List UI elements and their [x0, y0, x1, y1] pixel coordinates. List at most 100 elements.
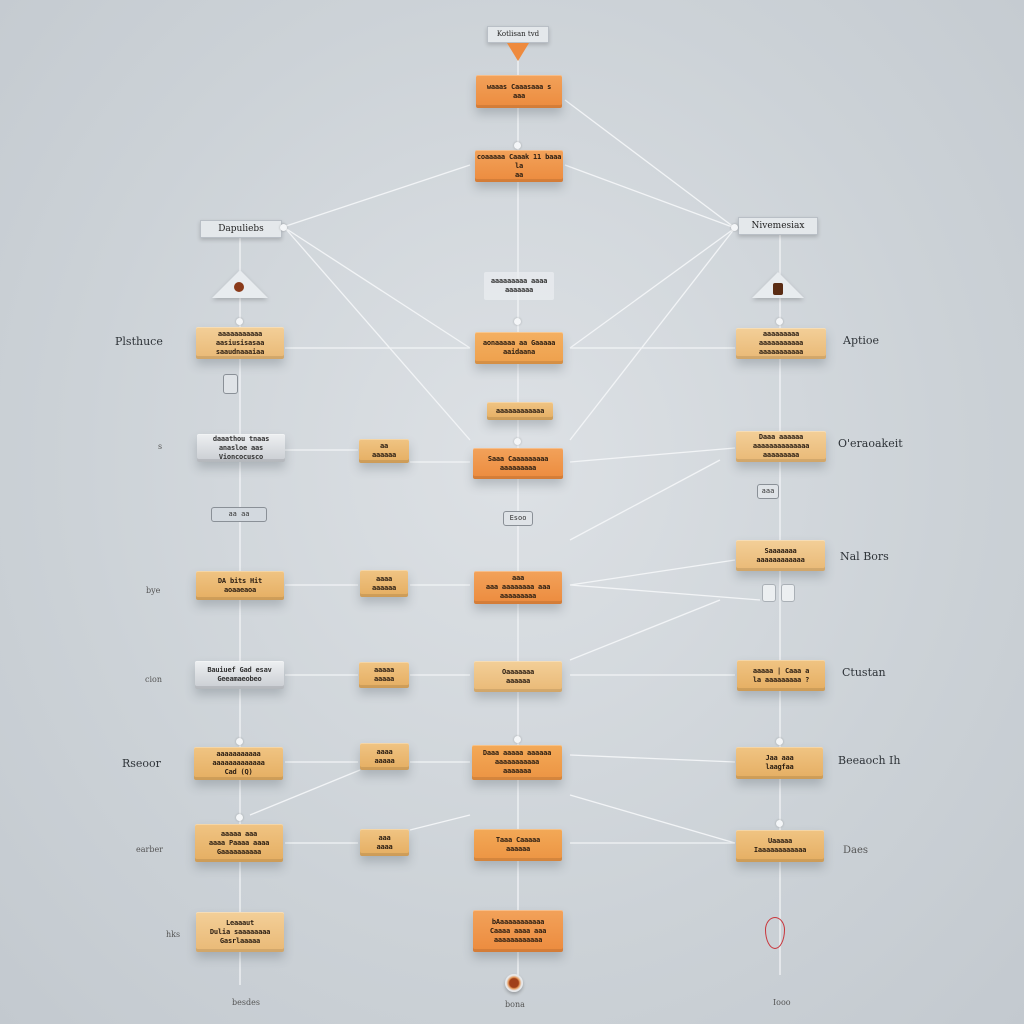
node-line: aaaaaa	[371, 583, 397, 592]
node-line: aaaaaaaaa aaaa	[490, 277, 548, 285]
node-line: aaaaaaaaaaa	[217, 329, 263, 338]
mid-node-3[interactable]: aaaaa aaaaa	[359, 662, 409, 688]
node-line: aaaaa | Caaa a	[752, 666, 810, 675]
right-chip[interactable]: aaa	[757, 484, 779, 499]
mid-node-4[interactable]: aaaa aaaaa	[360, 743, 409, 770]
node-line: aaaaaaaaaaaaa	[212, 759, 265, 767]
node-line: aaa	[378, 833, 391, 842]
node-line: aaaaaa	[505, 845, 531, 853]
right-node-1[interactable]: aaaaaaaaa aaaaaaaaaaa aaaaaaaaaaa	[736, 328, 826, 359]
left-node-1[interactable]: aaaaaaaaaaa aasiusisasaa saaudnaaaiaa	[196, 327, 284, 359]
center-node-10[interactable]: bAaaaaaaaaaaa Caaaa aaaa aaa aaaaaaaaaaa…	[473, 910, 563, 952]
junction-dot	[514, 438, 521, 445]
node-line: la aaaaaaaaa ?	[752, 675, 810, 684]
left-node-4[interactable]: Bauiuef Gad esav Geeamaeobeo	[195, 661, 284, 689]
node-line: Saaaaaaa	[764, 546, 797, 555]
junction-dot	[731, 224, 738, 231]
left-side-label-2: s	[158, 442, 163, 451]
node-line: aaidaana	[502, 348, 536, 356]
junction-dot	[236, 738, 243, 745]
left-side-label-1: Plsthuce	[115, 335, 163, 348]
left-node-3[interactable]: DA bits Hit aoaaeaoa	[196, 571, 284, 600]
junction-dot	[514, 142, 521, 149]
right-node-3[interactable]: Saaaaaaa aaaaaaaaaaaa	[736, 540, 825, 571]
right-side-label-5: Beeaoch Ih	[838, 754, 901, 767]
junction-dot	[514, 736, 521, 743]
center-node-8[interactable]: Daaa aaaaa aaaaaa aaaaaaaaaaa aaaaaaa	[472, 745, 562, 780]
mid-node-1[interactable]: aa aaaaaa	[359, 439, 409, 463]
center-node-2[interactable]: coaaaaa Caaak 11 baaa la aa	[475, 150, 563, 182]
right-bottom-label: Iooo	[773, 998, 791, 1007]
node-line: aasiusisasaa	[215, 338, 265, 347]
node-line: aaaaaaaaa	[762, 330, 800, 338]
center-node-6[interactable]: aaa aaa aaaaaaaa aaa aaaaaaaaa	[474, 571, 562, 604]
node-line: Taaa Caaaaa	[495, 836, 541, 844]
left-toggle-chip[interactable]: aa aa	[211, 507, 267, 522]
center-node-7[interactable]: Oaaaaaaa aaaaaa	[474, 661, 562, 692]
left-side-label-4: cion	[145, 675, 163, 684]
left-side-label-3: bye	[146, 586, 161, 595]
funnel-icon	[507, 43, 529, 61]
node-line: aaa aaaaaaaa aaa	[485, 583, 551, 591]
node-line: aaa	[511, 574, 525, 582]
center-node-1[interactable]: waaas Caaasaaa s aaa	[476, 75, 562, 108]
node-line: aaaaa aaa	[220, 829, 258, 838]
left-side-label-6: earber	[136, 845, 164, 854]
right-connector-block-b	[781, 584, 795, 602]
node-line: Leaaaut	[225, 918, 255, 927]
node-line: aaaaa	[373, 666, 395, 674]
node-line: aaa	[512, 91, 526, 100]
node-line: aaaaaaaaa	[762, 451, 800, 459]
junction-dot	[236, 814, 243, 821]
right-side-label-2: O'eraoakeit	[838, 437, 903, 450]
node-line: Vioncocusco	[218, 452, 264, 461]
junction-dot	[776, 820, 783, 827]
node-line: laagfaa	[765, 763, 794, 771]
node-line: waaas Caaasaaa s	[486, 82, 552, 91]
node-line: Dulia saaaaaaaa	[209, 927, 271, 936]
mid-node-2[interactable]: aaaa aaaaaa	[360, 570, 408, 597]
left-node-7[interactable]: Leaaaut Dulia saaaaaaaa Gasrlaaaaa	[196, 912, 284, 952]
node-line: Gaaaaaaaaaa	[216, 847, 262, 856]
node-line: aonaaaaa aa Gaaaaa	[482, 339, 556, 347]
node-line: aaaa Paaaa aaaa	[208, 838, 270, 847]
node-line: Oaaaaaaa	[501, 667, 535, 676]
node-line: Caaaa aaaa aaa	[489, 926, 547, 935]
node-line: aaaaaaa	[502, 767, 532, 775]
node-line: Cad (Q)	[224, 768, 253, 776]
junction-dot	[236, 318, 243, 325]
top-tag: Kotlisan tvd	[487, 26, 549, 43]
node-line: aaaaaaaaaaaa	[756, 555, 805, 564]
mid-node-5[interactable]: aaa aaaa	[360, 829, 409, 856]
node-line: aaaaaaaaa	[499, 592, 537, 600]
left-column-header: Dapuliebs	[200, 220, 282, 238]
node-line: aaaaaaaaaaa	[494, 758, 540, 766]
left-node-6[interactable]: aaaaa aaa aaaa Paaaa aaaa Gaaaaaaaaaa	[195, 824, 283, 862]
node-line: Uaaaaa	[767, 837, 793, 845]
right-node-5[interactable]: Jaa aaa laagfaa	[736, 747, 823, 779]
left-node-2[interactable]: daaathou tnaas anasloe aas Vioncocusco	[197, 434, 285, 462]
right-node-2[interactable]: Daaa aaaaaa aaaaaaaaaaaaaa aaaaaaaaa	[736, 431, 826, 462]
center-node-9[interactable]: Taaa Caaaaa aaaaaa	[474, 829, 562, 861]
right-node-6[interactable]: Uaaaaa Iaaaaaaaaaaaa	[736, 830, 824, 862]
center-chip[interactable]: Esoo	[503, 511, 533, 526]
node-line: aaaa	[375, 574, 393, 583]
right-node-4[interactable]: aaaaa | Caaa a la aaaaaaaaa ?	[737, 660, 825, 691]
right-connector-block-a	[762, 584, 776, 602]
junction-dot	[776, 738, 783, 745]
node-line: aaaaa	[373, 675, 395, 683]
center-bottom-label: bona	[505, 1000, 525, 1009]
center-node-4[interactable]: aaaaaaaaaaaa	[487, 402, 553, 420]
node-line: aaaaaaaaaaaa	[493, 935, 543, 944]
left-small-chip	[223, 374, 238, 394]
left-node-5[interactable]: aaaaaaaaaaa aaaaaaaaaaaaa Cad (Q)	[194, 747, 283, 780]
center-node-3[interactable]: aonaaaaa aa Gaaaaa aaidaana	[475, 332, 563, 364]
node-line: aaaaaa	[371, 451, 397, 459]
node-line: aaaaaaaaaaa	[758, 339, 804, 347]
node-line: aaaaaaaaa	[499, 463, 537, 472]
left-side-label-5: Rseoor	[122, 757, 161, 770]
node-line: anasloe aas	[218, 443, 264, 452]
node-line: coaaaaa Caaak 11 baaa la	[476, 152, 562, 170]
node-line: aaaaaaaaaaa	[758, 348, 804, 356]
center-node-5[interactable]: Saaa Caaaaaaaaa aaaaaaaaa	[473, 448, 563, 479]
